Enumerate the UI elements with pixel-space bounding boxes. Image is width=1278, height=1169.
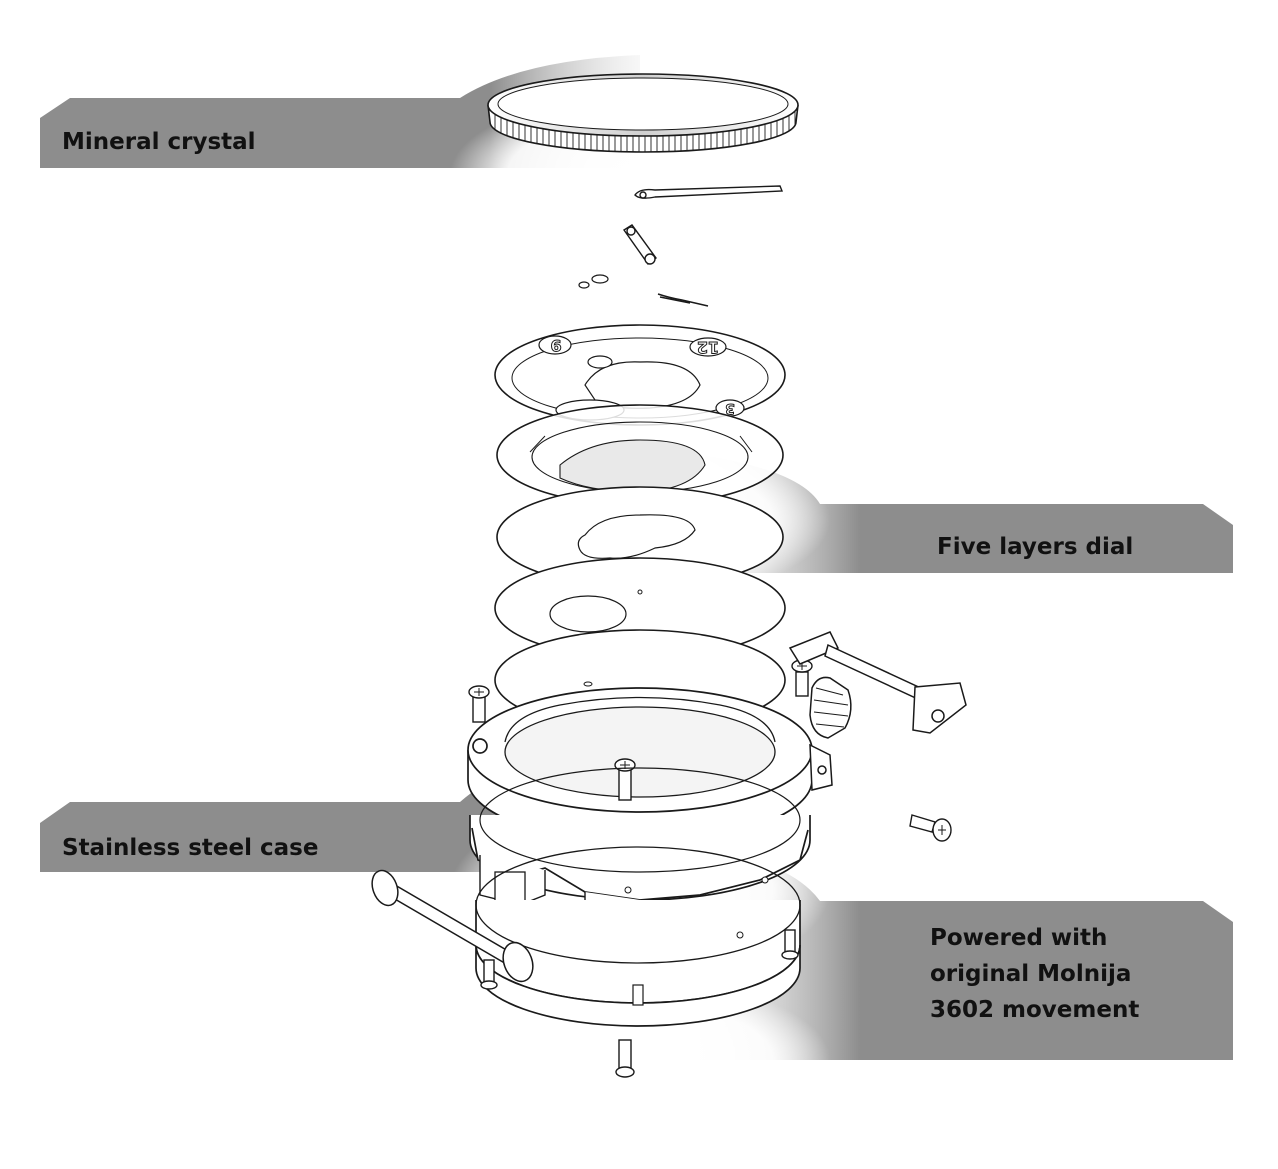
bottom-screw: [615, 1039, 635, 1078]
hour-hand: [623, 224, 657, 265]
logo-applique: [657, 293, 709, 307]
minute-hand: [634, 185, 784, 199]
callout-movement-line-1: Powered with: [930, 925, 1108, 951]
case-screw-right: [791, 659, 813, 697]
side-screw: [909, 814, 952, 842]
callout-label-crystal: Mineral crystal: [62, 129, 256, 155]
callout-movement-line-2: original Molnija: [930, 961, 1132, 987]
case-screw-left: [468, 685, 490, 723]
dial-layer-1: [494, 324, 786, 426]
callout-band-movement: [700, 850, 1233, 1060]
dial-layer-3: [496, 486, 784, 588]
dial-numeral-9: 9: [550, 336, 561, 355]
callout-label-dial: Five layers dial: [937, 534, 1134, 560]
callout-label-case: Stainless steel case: [62, 835, 319, 861]
strap-bar-left: [371, 869, 534, 983]
strap-bar-right: [788, 631, 967, 734]
lug-right: [809, 743, 833, 791]
callout-movement-line-3: 3602 movement: [930, 997, 1140, 1023]
callout-label-movement: Powered with original Molnija 3602 movem…: [930, 920, 1230, 1028]
haze-movement: [450, 980, 830, 1140]
seconds-hand: [578, 274, 609, 289]
dial-numeral-12: 12: [697, 338, 719, 357]
case-feet: [480, 929, 799, 990]
case-back: [475, 846, 801, 1027]
dial-numeral-3: 3: [725, 400, 735, 416]
mineral-crystal: [487, 73, 799, 153]
dial-layer-4: [494, 557, 786, 659]
callout-band-dial: [700, 455, 1233, 573]
case-middle: [469, 767, 811, 931]
dial-layer-2: [496, 404, 784, 506]
crown: [809, 676, 852, 739]
